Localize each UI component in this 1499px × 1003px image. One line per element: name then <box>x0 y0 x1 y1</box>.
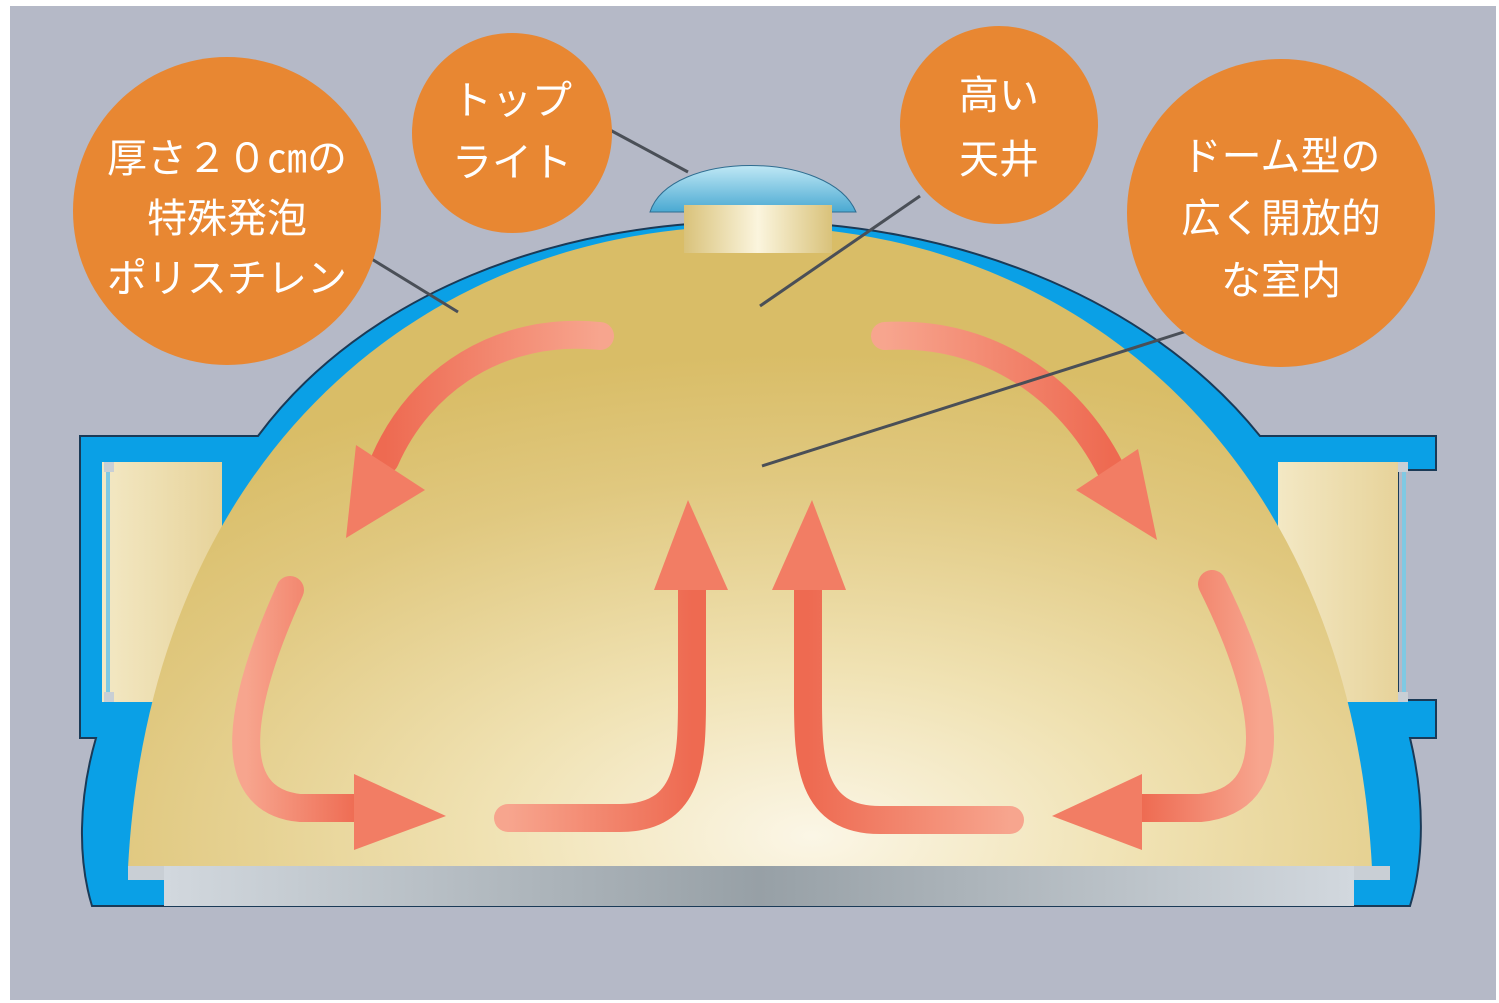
airflow-arrowhead-center-right <box>772 500 846 590</box>
label-insulation-line-3: ポリスチレン <box>107 256 347 302</box>
right-window-bottom <box>1398 692 1408 702</box>
airflow-arrowhead-bottom-right <box>1052 774 1142 850</box>
label-insulation-line-2: 特殊発泡 <box>147 196 307 242</box>
leader-line-ceiling <box>759 194 921 308</box>
leader-line-insulation <box>369 256 459 314</box>
label-interior-line-1: ドーム型の <box>1182 134 1381 180</box>
label-interior-line-3: な室内 <box>1221 258 1341 304</box>
label-interior: ドーム型の 広く開放的 な室内 <box>1127 59 1435 367</box>
floor-left-step <box>128 866 164 880</box>
leader-line-toplight <box>609 128 689 174</box>
airflow-arrowhead-top-right <box>1076 449 1157 540</box>
floor <box>164 866 1354 906</box>
label-toplight-line-1: トップ <box>452 78 572 124</box>
left-window-top <box>104 462 114 472</box>
label-ceiling: 高い 天井 <box>900 26 1098 224</box>
airflow-arrow-top-right <box>871 321 1124 482</box>
leader-line-interior <box>761 328 1191 468</box>
airflow-arrow-top-left <box>371 320 614 474</box>
label-insulation: 厚さ２０㎝の 特殊発泡 ポリスチレン <box>73 57 381 365</box>
label-insulation-line-1: 厚さ２０㎝の <box>107 136 347 182</box>
airflow-arrow-center-left <box>494 566 706 832</box>
label-ceiling-line-1: 高い <box>959 73 1039 119</box>
toplight-well <box>684 205 832 253</box>
left-window-bottom <box>104 692 114 702</box>
airflow-arrow-bottom-right <box>1126 570 1274 822</box>
label-toplight-line-2: ライト <box>452 140 572 186</box>
airflow-arrowhead-top-left <box>346 445 425 538</box>
airflow-arrowhead-bottom-left <box>354 774 446 850</box>
airflow-arrowhead-center-left <box>654 500 728 590</box>
airflow-arrow-center-right <box>794 566 1024 834</box>
floor-right-step <box>1354 866 1390 880</box>
right-window-top <box>1398 462 1408 472</box>
airflow-arrow-bottom-left <box>232 576 374 822</box>
label-interior-line-2: 広く開放的 <box>1181 196 1381 242</box>
toplight-cap <box>649 165 857 213</box>
airflow-arrows <box>232 320 1274 850</box>
label-ceiling-line-2: 天井 <box>959 137 1039 183</box>
label-toplight: トップ ライト <box>412 33 612 233</box>
